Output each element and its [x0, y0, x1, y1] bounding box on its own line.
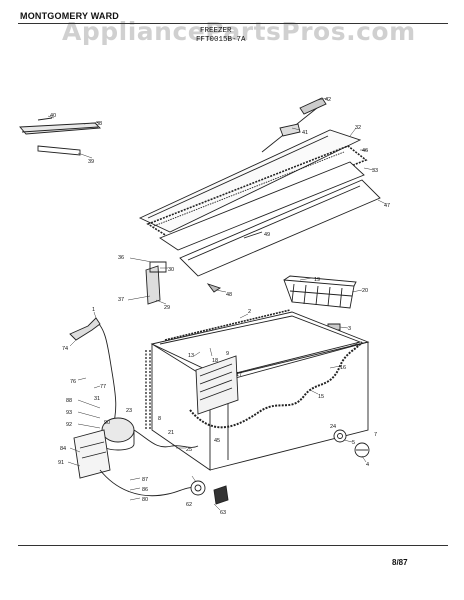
callout-23: 23	[126, 408, 132, 414]
callout-77: 77	[100, 384, 106, 390]
thermostat-knob-part	[354, 442, 370, 458]
lid-handle-part	[19, 117, 102, 135]
lid-inner-panel	[179, 179, 381, 277]
tubing-part	[99, 429, 199, 497]
callout-39: 39	[88, 159, 94, 165]
brand-header: MONTGOMERY WARD	[20, 11, 119, 21]
hinge-rod-part	[261, 97, 327, 153]
lid-liner	[159, 161, 365, 251]
callout-47: 47	[384, 203, 390, 209]
model-title: FREEZER	[200, 27, 232, 35]
callout-93: 93	[66, 410, 72, 416]
callout-31: 31	[94, 396, 100, 402]
callout-84: 84	[60, 446, 66, 452]
freezer-cabinet	[150, 309, 370, 471]
callout-18: 18	[212, 358, 218, 364]
callout-3: 3	[348, 326, 351, 332]
footer-date: 8/87	[392, 558, 408, 567]
callout-37: 37	[118, 297, 124, 303]
callout-42: 42	[325, 97, 331, 103]
callout-6: 6	[356, 342, 359, 348]
relay-box-part	[73, 429, 111, 479]
callout-20: 20	[362, 288, 368, 294]
callout-33: 33	[372, 168, 378, 174]
callout-19: 19	[314, 277, 320, 283]
callout-48: 48	[226, 292, 232, 298]
callout-45: 45	[214, 438, 220, 444]
condenser-coil-part	[145, 350, 151, 430]
callout-38: 38	[96, 121, 102, 127]
callout-40: 40	[50, 113, 56, 119]
lid-outer-panel	[138, 129, 362, 233]
callout-1: 1	[92, 307, 95, 313]
callout-76: 76	[70, 379, 76, 385]
drain-plug-part	[333, 429, 347, 443]
callout-24: 24	[330, 424, 336, 430]
lid-hinge-part	[145, 261, 167, 305]
filter-drier-part	[213, 485, 229, 505]
callout-41: 41	[302, 130, 308, 136]
callout-91: 91	[58, 460, 64, 466]
callout-29: 29	[164, 305, 170, 311]
callout-7: 7	[374, 432, 377, 438]
callout-49: 49	[264, 232, 270, 238]
header-rule	[18, 23, 448, 24]
watermark-text: AppliancePartsPros.com	[62, 17, 416, 46]
callout-25: 25	[186, 447, 192, 453]
callout-21: 21	[168, 430, 174, 436]
lid-clip-part	[206, 283, 222, 293]
lid-gasket	[146, 145, 368, 239]
power-cord-part	[69, 317, 117, 431]
callout-62: 62	[186, 502, 192, 508]
callout-5: 5	[352, 440, 355, 446]
callout-30: 30	[168, 267, 174, 273]
callout-4: 4	[366, 462, 369, 468]
leader-lines	[47, 97, 387, 511]
caster-part	[190, 480, 206, 496]
callout-88: 88	[66, 398, 72, 404]
callout-9: 9	[226, 351, 229, 357]
callout-46: 46	[362, 148, 368, 154]
callout-labels: 40 38 39 42 41 32 46 33 47 49 36 30 37 2…	[50, 97, 390, 516]
callout-32: 32	[355, 125, 361, 131]
callout-92: 92	[66, 422, 72, 428]
callout-15: 15	[318, 394, 324, 400]
callout-86: 86	[142, 487, 148, 493]
storage-basket-part	[283, 275, 357, 309]
callout-2: 2	[248, 309, 251, 315]
callout-80: 80	[142, 497, 148, 503]
callout-36: 36	[118, 255, 124, 261]
callout-17: 17	[236, 372, 242, 378]
callout-16: 16	[340, 365, 346, 371]
callout-13: 13	[188, 353, 194, 359]
footer-rule	[18, 545, 448, 546]
model-number: FFT0015B-7A	[196, 36, 246, 44]
heater-wire-part	[189, 341, 363, 429]
callout-74: 74	[62, 346, 68, 352]
callout-63: 63	[220, 510, 226, 516]
callout-90: 90	[104, 420, 110, 426]
callout-87: 87	[142, 477, 148, 483]
handle-strip-part	[37, 145, 81, 156]
callout-8: 8	[158, 416, 161, 422]
access-cover-part	[195, 355, 239, 415]
